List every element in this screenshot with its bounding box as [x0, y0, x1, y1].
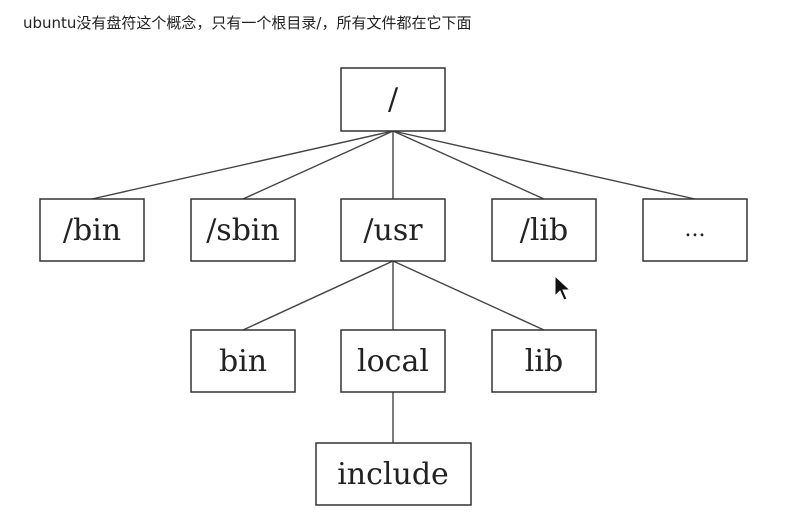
- node-usr-lib: lib: [491, 329, 597, 393]
- node-usr-local-label: local: [357, 344, 429, 379]
- node-usr-label: /usr: [363, 213, 423, 248]
- edge-root-sbin: [242, 130, 394, 200]
- node-sbin-label: /sbin: [206, 213, 280, 248]
- edge-root-more: [392, 130, 696, 200]
- node-usr-bin: bin: [190, 329, 296, 393]
- node-usr-local: local: [340, 329, 446, 393]
- edge-usr-bin: [242, 260, 394, 331]
- node-root: /: [340, 67, 446, 132]
- node-usr-bin-label: bin: [219, 344, 267, 379]
- node-sbin: /sbin: [190, 198, 296, 262]
- node-lib: /lib: [491, 198, 597, 262]
- node-include: include: [315, 442, 472, 506]
- node-bin: /bin: [39, 198, 145, 262]
- caption-text: ubuntu没有盘符这个概念，只有一个根目录/，所有文件都在它下面: [23, 14, 472, 32]
- node-usr-lib-label: lib: [525, 344, 563, 379]
- node-lib-label: /lib: [520, 213, 569, 248]
- node-bin-label: /bin: [63, 213, 121, 248]
- node-usr: /usr: [340, 198, 446, 262]
- edge-root-lib: [392, 130, 545, 200]
- node-more-label: ...: [685, 217, 706, 242]
- edge-usr-lib: [392, 260, 545, 331]
- node-root-label: /: [388, 82, 399, 117]
- tree-edges: [91, 130, 696, 443]
- node-more: ...: [642, 198, 748, 262]
- node-include-label: include: [337, 457, 449, 492]
- edge-root-bin: [91, 130, 394, 200]
- mouse-pointer-icon: [554, 274, 572, 301]
